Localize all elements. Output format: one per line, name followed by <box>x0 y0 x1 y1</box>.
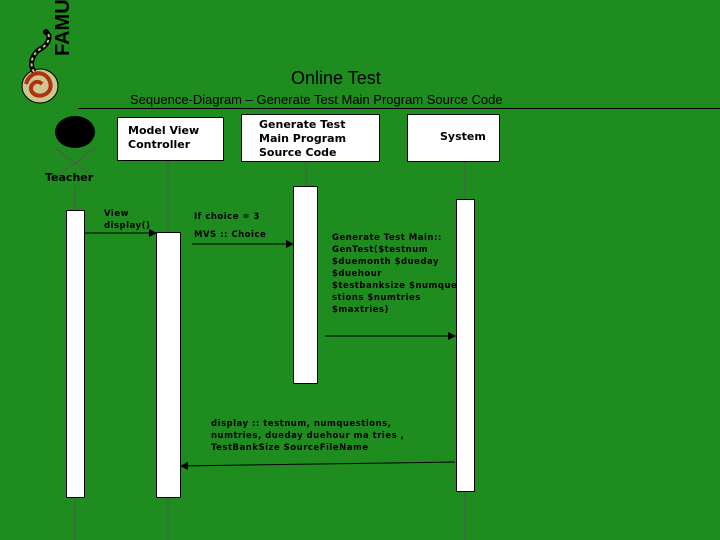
actor-head <box>55 116 95 148</box>
slide-subtitle: Sequence-Diagram – Generate Test Main Pr… <box>130 92 503 107</box>
snake-logo-icon <box>21 29 59 104</box>
system-box: System <box>407 114 500 162</box>
gen-activation <box>293 186 318 384</box>
gen-box: Generate Test Main Program Source Code <box>241 114 380 162</box>
teacher-label: Teacher <box>45 171 94 184</box>
msg-choice-label: If choice = 3 MVS :: Choice <box>194 212 267 240</box>
msg-display-return-arrow <box>180 461 456 470</box>
famu-logo: FAMU <box>16 0 78 108</box>
msg-gentest-label: Generate Test Main:: GenTest($testnum $d… <box>332 233 458 315</box>
header-divider <box>78 108 720 109</box>
msg-display-return-label: display :: testnum, numquestions, numtri… <box>211 419 405 453</box>
mvc-box: Model View Controller <box>117 117 224 161</box>
system-activation <box>456 199 475 492</box>
mvc-activation <box>156 232 181 498</box>
msg-view-display-label: View display() <box>104 209 151 231</box>
teacher-activation <box>66 210 85 498</box>
